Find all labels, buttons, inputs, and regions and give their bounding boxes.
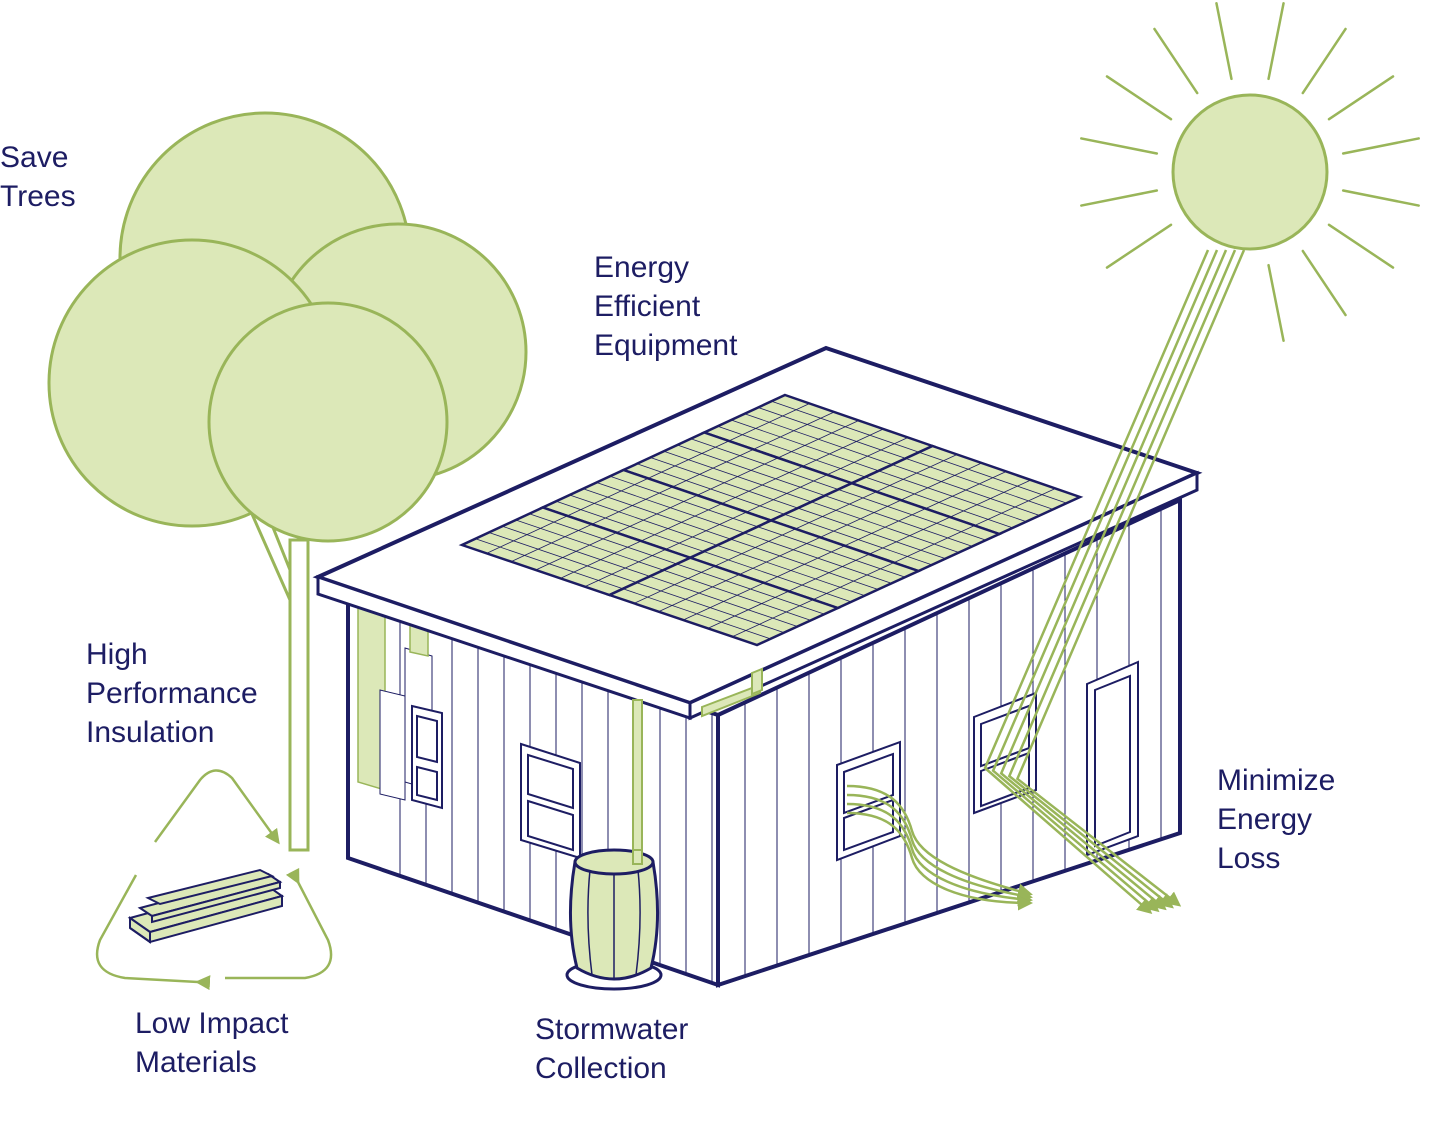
label-line: Equipment (594, 329, 738, 362)
window-left-large (520, 742, 581, 860)
label-line: Energy (594, 251, 690, 284)
rain-barrel-icon (565, 848, 663, 991)
gutter (632, 667, 763, 861)
label-minimize-energy-loss: Minimize Energy Loss (1217, 761, 1335, 878)
label-line: Collection (535, 1052, 667, 1085)
label-high-performance-insulation: High Performance Insulation (86, 635, 258, 752)
label-line: Loss (1217, 842, 1281, 875)
door (1086, 660, 1139, 857)
label-line: High (86, 638, 148, 671)
recycle-icon (95, 769, 333, 991)
label-line: Trees (0, 180, 76, 213)
lumber-stack-icon (127, 868, 285, 944)
window-left-small (411, 704, 443, 810)
label-low-impact-materials: Low Impact Materials (135, 1004, 288, 1082)
heat-loss-arrows (846, 784, 1033, 911)
label-line: Stormwater (535, 1013, 689, 1046)
label-line: Low Impact (135, 1007, 289, 1040)
solar-panel-icon (458, 393, 1084, 647)
label-line: Efficient (594, 290, 701, 323)
label-line: Performance (86, 677, 258, 710)
sunlight-beams (983, 249, 1246, 914)
sun-icon (1080, 2, 1420, 342)
label-line: Minimize (1217, 764, 1336, 797)
window-right-1 (836, 740, 901, 862)
label-line: Insulation (86, 716, 215, 749)
label-save-trees: Save Trees (0, 138, 76, 216)
label-line: Materials (135, 1046, 257, 1079)
tree-icon (47, 111, 528, 852)
label-line: Energy (1217, 803, 1313, 836)
label-stormwater-collection: Stormwater Collection (535, 1010, 688, 1088)
label-line: Save (0, 141, 69, 174)
label-energy-efficient-equipment: Energy Efficient Equipment (594, 248, 737, 365)
